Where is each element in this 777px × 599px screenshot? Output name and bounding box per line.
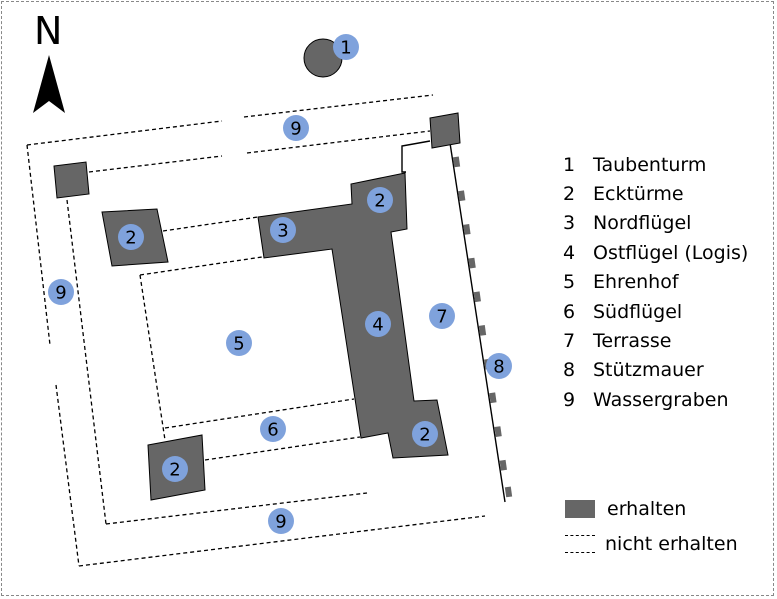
svg-text:9: 9 [275,512,286,533]
retaining-wall [452,156,513,498]
marker-2-ne: 2 [367,187,393,213]
marker-7: 7 [429,303,455,329]
svg-text:1: 1 [340,38,351,59]
north-label: N [34,9,63,53]
legend-item-label: Nordflügel [593,212,692,235]
marker-4: 4 [365,311,391,337]
preserved-label: erhalten [607,498,687,520]
lost-swatch [565,535,595,553]
svg-text:9: 9 [290,119,301,140]
terrace-outline [401,140,506,503]
marker-2-nw: 2 [118,224,144,250]
legend-item-number: 9 [563,388,576,411]
legend-item-label: Südflügel [593,300,683,323]
svg-text:8: 8 [493,357,504,378]
legend-item-label: Terrasse [593,330,672,353]
svg-text:5: 5 [233,334,244,355]
legend-item-number: 4 [563,241,576,264]
legend-preserved: erhalten [565,498,686,520]
legend-item: 9 Wassergraben [563,385,748,414]
marker-8: 8 [486,353,512,379]
legend-item: 8 Stützmauer [563,356,748,385]
marker-5: 5 [226,330,252,356]
marker-9-south: 9 [268,508,294,534]
marker-9-west: 9 [48,279,74,305]
legend-item-number: 7 [563,330,576,353]
legend-item: 2 Ecktürme [563,179,748,208]
marker-9-north: 9 [283,115,309,141]
legend-item-label: Taubenturm [593,153,707,176]
svg-text:3: 3 [277,221,288,242]
preserved-swatch [565,500,595,518]
outer-corner-tower-nw [53,161,90,199]
legend-item-number: 6 [563,300,576,323]
marker-1: 1 [333,34,359,60]
legend-item: 6 Südflügel [563,297,748,326]
lost-label: nicht erhalten [605,533,738,555]
legend-lost: nicht erhalten [565,533,738,555]
marker-2-sw: 2 [162,456,188,482]
svg-text:2: 2 [374,191,385,212]
legend-item: 4 Ostflügel (Logis) [563,238,748,267]
legend-item-label: Ecktürme [593,183,684,206]
legend-item-number: 2 [563,183,576,206]
legend-item: 5 Ehrenhof [563,268,748,297]
legend-item: 3 Nordflügel [563,209,748,238]
legend-item-label: Stützmauer [593,359,704,382]
svg-text:4: 4 [372,315,383,336]
marker-3: 3 [270,217,296,243]
svg-text:7: 7 [436,307,447,328]
svg-text:2: 2 [169,460,180,481]
legend-item-number: 8 [563,359,576,382]
preserved-buildings [53,38,461,501]
legend-item-number: 1 [563,153,576,176]
legend-item-label: Wassergraben [593,388,729,411]
legend-item: 7 Terrasse [563,326,748,355]
svg-text:2: 2 [125,228,136,249]
svg-text:2: 2 [419,425,430,446]
moat-outline [26,94,486,567]
marker-6: 6 [260,416,286,442]
legend-item-number: 3 [563,212,576,235]
legend: 1 Taubenturm 2 Ecktürme 3 Nordflügel 4 O… [563,150,748,415]
lost-wings-outline [139,216,361,461]
legend-item: 1 Taubenturm [563,150,748,179]
legend-item-number: 5 [563,271,576,294]
north-arrow-icon [33,55,65,113]
svg-text:9: 9 [55,283,66,304]
outer-corner-tower-ne [429,112,461,149]
marker-2-se: 2 [412,421,438,447]
legend-item-label: Ostflügel (Logis) [593,241,749,264]
legend-item-label: Ehrenhof [593,271,679,294]
main-wings [257,172,449,459]
svg-text:6: 6 [267,420,278,441]
